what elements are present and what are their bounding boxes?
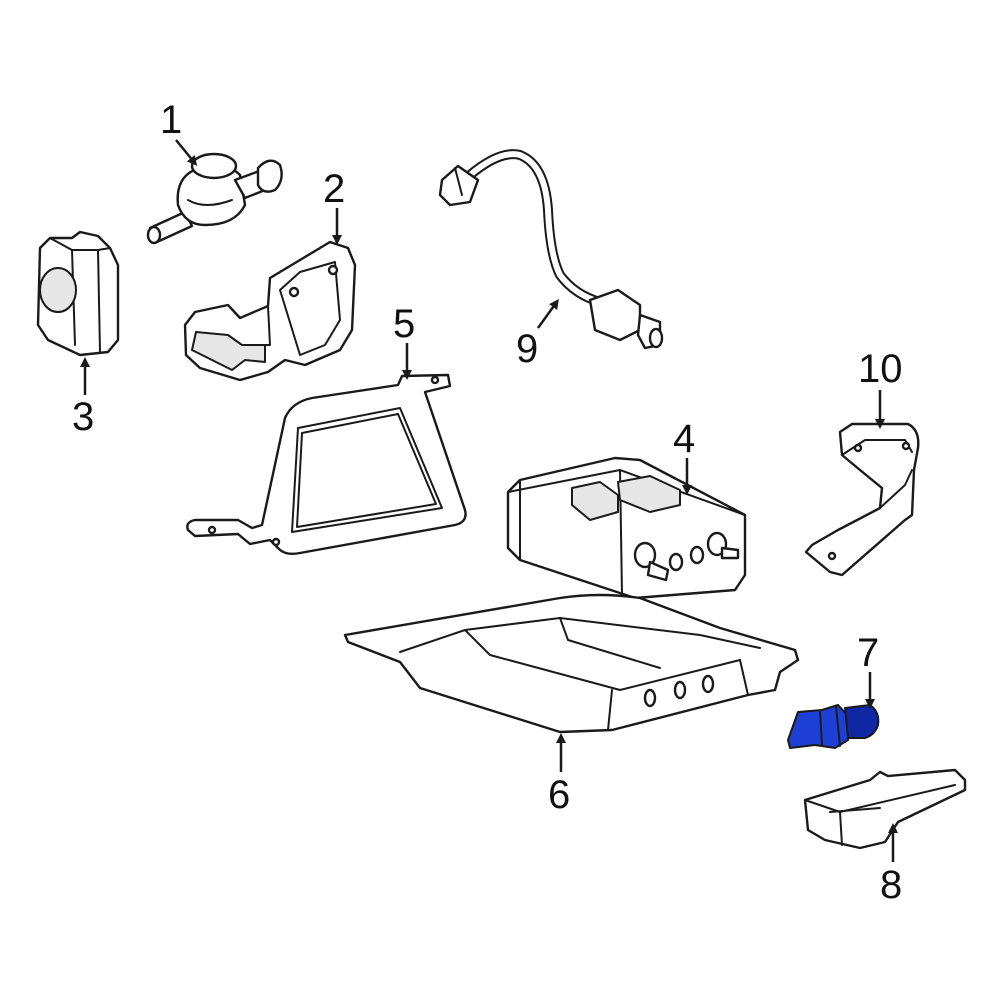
part-7-clip[interactable] — [787, 704, 880, 749]
part-6-tray[interactable] — [343, 593, 800, 734]
callout-7: 7 — [857, 631, 879, 709]
callout-8: 8 — [880, 823, 902, 907]
callout-3: 3 — [72, 357, 94, 439]
part-8-pad[interactable] — [803, 768, 967, 850]
callout-7-label: 7 — [857, 631, 879, 675]
callout-1-label: 1 — [160, 98, 182, 142]
callout-6: 6 — [548, 733, 570, 817]
callout-10-label: 10 — [858, 347, 903, 391]
part-4-canister[interactable] — [506, 456, 747, 600]
callout-10: 10 — [858, 347, 903, 429]
callout-1: 1 — [160, 98, 198, 166]
part-3-block[interactable] — [36, 230, 120, 357]
part-10-bracket[interactable] — [804, 422, 920, 577]
callout-3-label: 3 — [72, 395, 94, 439]
part-5-frame[interactable] — [186, 373, 467, 556]
callout-1-arrow — [175, 139, 198, 166]
callout-9-label: 9 — [516, 327, 538, 371]
callout-2: 2 — [323, 167, 345, 245]
callout-9: 9 — [516, 298, 559, 371]
callout-2-label: 2 — [323, 167, 345, 211]
callout-5-label: 5 — [393, 302, 415, 346]
part-1-valve[interactable] — [146, 152, 283, 245]
callout-4-label: 4 — [673, 417, 695, 461]
part-2-bracket[interactable] — [183, 240, 357, 382]
callout-6-label: 6 — [548, 773, 570, 817]
callout-8-label: 8 — [880, 863, 902, 907]
callout-5: 5 — [393, 302, 415, 380]
callout-9-arrow — [536, 298, 559, 329]
callout-4: 4 — [673, 417, 695, 495]
part-9-sensor[interactable] — [438, 149, 664, 350]
